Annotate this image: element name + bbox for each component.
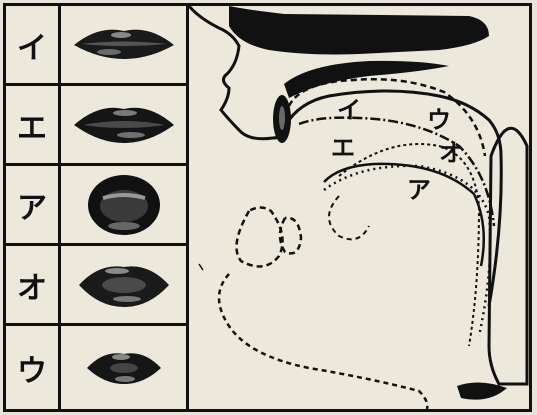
vowel-row-i: イ bbox=[6, 6, 186, 86]
tongue-a-line bbox=[324, 164, 484, 266]
vowel-row-o: オ bbox=[6, 246, 186, 326]
label-e: エ bbox=[331, 134, 355, 162]
kana-label: オ bbox=[6, 246, 61, 323]
lips-o-icon bbox=[69, 255, 179, 315]
lips-a-icon bbox=[69, 170, 179, 240]
nasal-cavity-icon bbox=[229, 6, 489, 55]
jaw-chin-outline bbox=[219, 274, 427, 409]
lips-e-icon bbox=[69, 95, 179, 155]
tongue-tip-outline bbox=[329, 196, 369, 239]
tongue-u-line bbox=[339, 144, 479, 346]
label-a: ア bbox=[407, 176, 431, 204]
kana-label: ア bbox=[6, 166, 61, 243]
vocal-tract-diagram: イ エ ウ オ ア bbox=[189, 6, 532, 409]
kana-label: イ bbox=[6, 6, 61, 83]
lower-teeth-outline bbox=[280, 218, 301, 254]
label-o: オ bbox=[439, 139, 463, 167]
upper-tract-outline bbox=[285, 91, 501, 306]
lower-lip-outline bbox=[237, 208, 283, 267]
vowel-lip-table: イ エ ア bbox=[6, 6, 186, 409]
lips-u-icon bbox=[69, 338, 179, 398]
vowel-row-a: ア bbox=[6, 166, 186, 246]
pharynx-wall bbox=[489, 128, 527, 384]
vowel-figure: イ エ ア bbox=[3, 3, 532, 412]
label-i: イ bbox=[337, 96, 361, 124]
tongue-e-line bbox=[299, 118, 494, 226]
label-u: ウ bbox=[427, 106, 451, 134]
kana-label: エ bbox=[6, 86, 61, 163]
kana-label: ウ bbox=[6, 326, 61, 409]
vowel-row-e: エ bbox=[6, 86, 186, 166]
lips-i-icon bbox=[69, 15, 179, 75]
vowel-row-u: ウ bbox=[6, 326, 186, 409]
